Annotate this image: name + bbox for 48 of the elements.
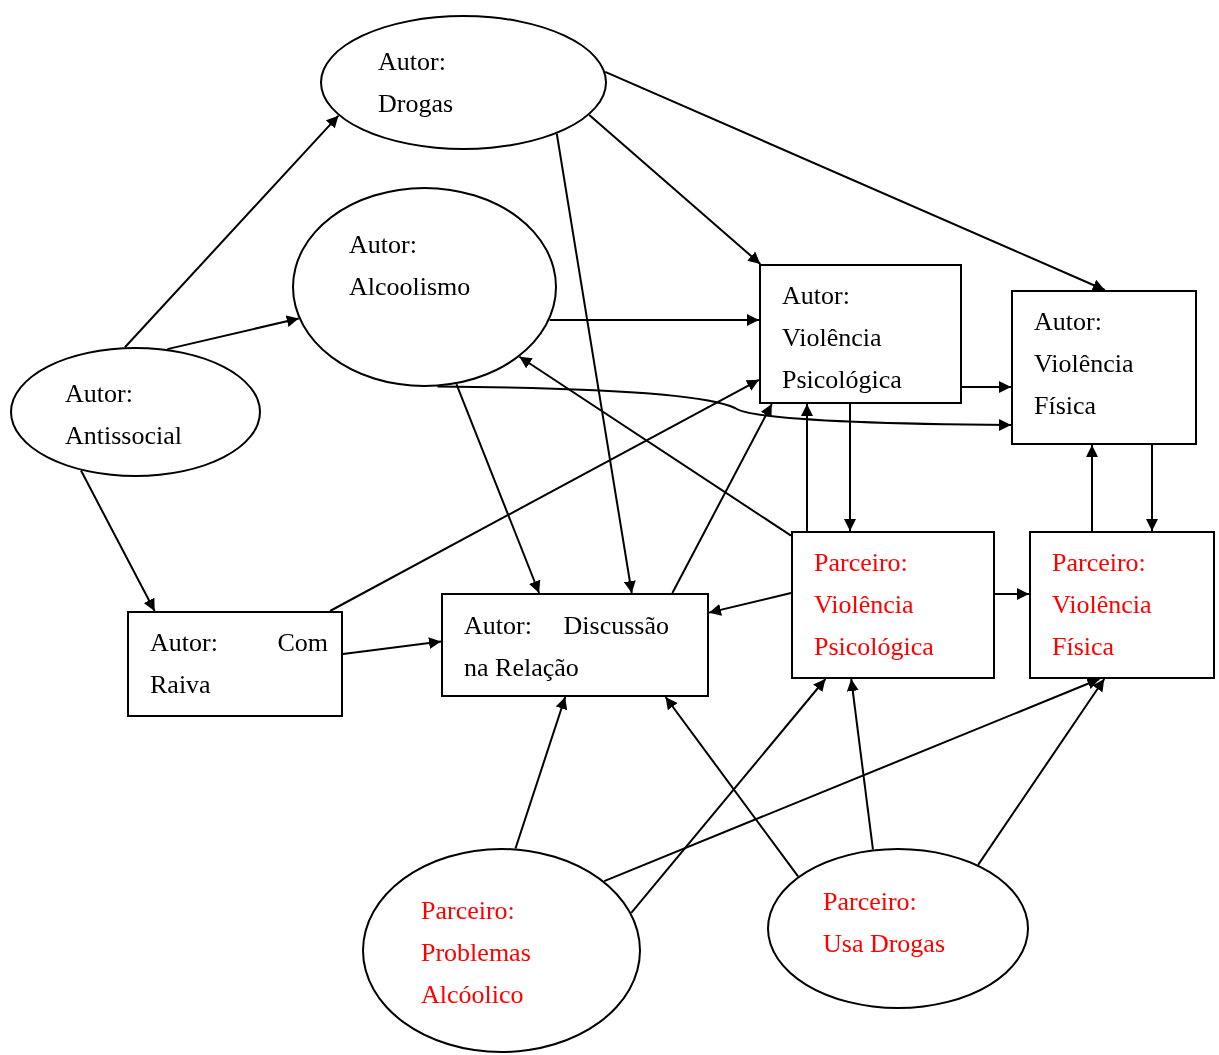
arrow [1086,444,1098,532]
arrow [846,678,874,851]
arrow [80,469,156,612]
node-label: Parceiro: Problemas Alcóolico [421,895,532,1011]
ellipse-node [292,187,557,387]
arrow [977,678,1106,866]
process-box [127,611,343,717]
arrow [801,403,813,532]
arrow [455,383,541,594]
arrow [588,114,762,265]
arrow [436,385,1012,431]
process-box [791,531,995,679]
arrow [1146,444,1158,532]
arrow [518,355,792,537]
arrow [630,678,827,914]
node-label: Autor: Violência Física [1034,306,1135,422]
node-label: Autor: Drogas [378,46,455,120]
ellipse-node [362,848,641,1053]
arrow [664,696,800,878]
node-label: Autor: Violência Psicológica [782,280,903,396]
arrow [342,637,442,655]
node-label: Autor: Com Raiva [150,627,328,701]
node-label: Parceiro: Usa Drogas [823,886,947,960]
arrow [708,592,792,616]
arrow [844,403,856,532]
arrow [514,696,568,850]
arrow [329,378,760,612]
node-label: Autor: Antissocial [65,378,183,452]
arrow [671,403,773,594]
process-box [441,593,709,697]
node-label: Parceiro: Violência Física [1052,547,1153,663]
ellipse-node [767,848,1029,1009]
node-label: Parceiro: Violência Psicológica [814,547,935,663]
process-box [1029,531,1215,679]
arrow [994,588,1030,600]
node-label: Autor: Discussão na Relação [464,610,669,684]
ellipse-node [10,347,261,477]
arrow [603,678,1101,883]
ellipse-node [320,15,607,150]
process-box [759,264,962,404]
arrow [961,381,1012,393]
process-box [1011,290,1197,445]
arrow [604,70,1106,291]
arrow [555,132,636,594]
arrow [123,114,340,349]
node-label: Autor: Alcoolismo [349,229,472,303]
arrow [166,315,300,351]
arrow [548,314,760,326]
